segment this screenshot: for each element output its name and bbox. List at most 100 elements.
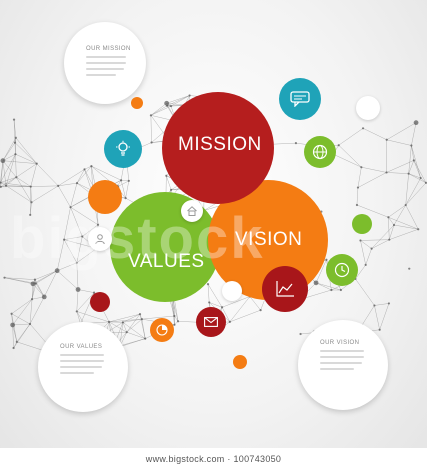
our-vision-card: OUR VISION	[298, 320, 388, 410]
network-node	[83, 168, 86, 171]
clock-icon	[326, 254, 358, 286]
network-node	[360, 166, 363, 169]
network-node	[176, 320, 180, 323]
network-link	[63, 207, 71, 240]
network-link	[34, 270, 58, 280]
network-link	[209, 302, 223, 308]
network-link	[356, 187, 359, 205]
network-node	[28, 322, 32, 326]
network-link	[84, 165, 92, 170]
network-link	[58, 182, 78, 187]
network-node	[359, 239, 362, 242]
network-node	[404, 203, 407, 207]
network-node	[0, 185, 2, 188]
card-text-line	[86, 56, 126, 58]
network-link	[413, 160, 427, 183]
network-link	[30, 186, 32, 203]
network-link	[2, 137, 17, 161]
network-node	[165, 174, 168, 177]
network-node	[12, 118, 16, 121]
network-node	[413, 120, 419, 126]
network-link	[386, 172, 409, 174]
network-link	[91, 165, 122, 181]
network-link	[30, 163, 37, 187]
card-text-line	[320, 368, 354, 370]
network-link	[13, 323, 31, 349]
network-link	[44, 270, 58, 297]
network-link	[122, 322, 127, 333]
network-link	[119, 338, 146, 348]
mission-label: MISSION	[178, 134, 262, 155]
network-link	[379, 303, 390, 330]
network-node	[385, 171, 388, 174]
network-node	[75, 261, 78, 264]
network-node	[313, 280, 319, 286]
network-node	[173, 314, 176, 318]
network-link	[126, 313, 141, 333]
network-link	[388, 217, 390, 240]
network-link	[362, 128, 387, 141]
network-link	[76, 236, 83, 263]
network-link	[11, 313, 18, 342]
network-node	[356, 186, 360, 189]
values-label: VALUES	[128, 251, 205, 272]
network-link	[126, 331, 146, 339]
orange-dot	[88, 180, 122, 214]
network-node	[364, 263, 367, 266]
network-node	[392, 223, 396, 227]
network-node	[14, 153, 17, 156]
network-link	[0, 177, 17, 188]
network-node	[13, 141, 17, 144]
network-node	[169, 104, 173, 108]
network-link	[356, 204, 389, 218]
network-link	[56, 239, 65, 271]
network-link	[11, 298, 33, 314]
network-link	[70, 207, 83, 237]
network-link	[4, 277, 36, 284]
network-link	[408, 160, 415, 174]
network-node	[75, 182, 79, 185]
network-link	[58, 169, 85, 187]
network-link	[76, 248, 97, 264]
network-link	[57, 270, 79, 290]
network-link	[386, 122, 417, 140]
network-node	[29, 213, 32, 216]
network-link	[78, 289, 95, 293]
network-link	[249, 296, 261, 311]
network-node	[10, 322, 16, 328]
card-text-line	[60, 372, 94, 374]
network-link	[76, 289, 79, 312]
network-node	[373, 304, 376, 307]
network-node	[165, 104, 169, 107]
network-node	[388, 238, 391, 241]
network-link	[16, 177, 32, 203]
network-node	[30, 298, 34, 301]
card-text-line	[60, 360, 104, 362]
network-link	[2, 160, 37, 164]
network-link	[32, 283, 45, 298]
network-link	[121, 179, 129, 182]
network-node	[81, 235, 84, 238]
network-link	[12, 298, 33, 326]
network-link	[57, 262, 77, 271]
line-chart-icon	[262, 266, 308, 312]
network-node	[3, 276, 6, 279]
our-vision-title: OUR VISION	[320, 340, 360, 346]
network-link	[355, 278, 375, 306]
network-link	[338, 128, 364, 146]
network-node	[144, 337, 147, 340]
network-link	[374, 305, 380, 330]
network-node	[208, 301, 211, 304]
our-values-card: OUR VALUES	[38, 322, 128, 412]
network-node	[355, 203, 359, 207]
network-link	[141, 315, 175, 320]
home-icon	[181, 200, 203, 222]
values-circle	[110, 192, 220, 302]
network-node	[259, 309, 262, 312]
network-node	[14, 136, 17, 139]
network-node	[63, 238, 66, 241]
network-link	[355, 264, 366, 280]
network-link	[109, 313, 141, 323]
network-node	[228, 320, 231, 323]
